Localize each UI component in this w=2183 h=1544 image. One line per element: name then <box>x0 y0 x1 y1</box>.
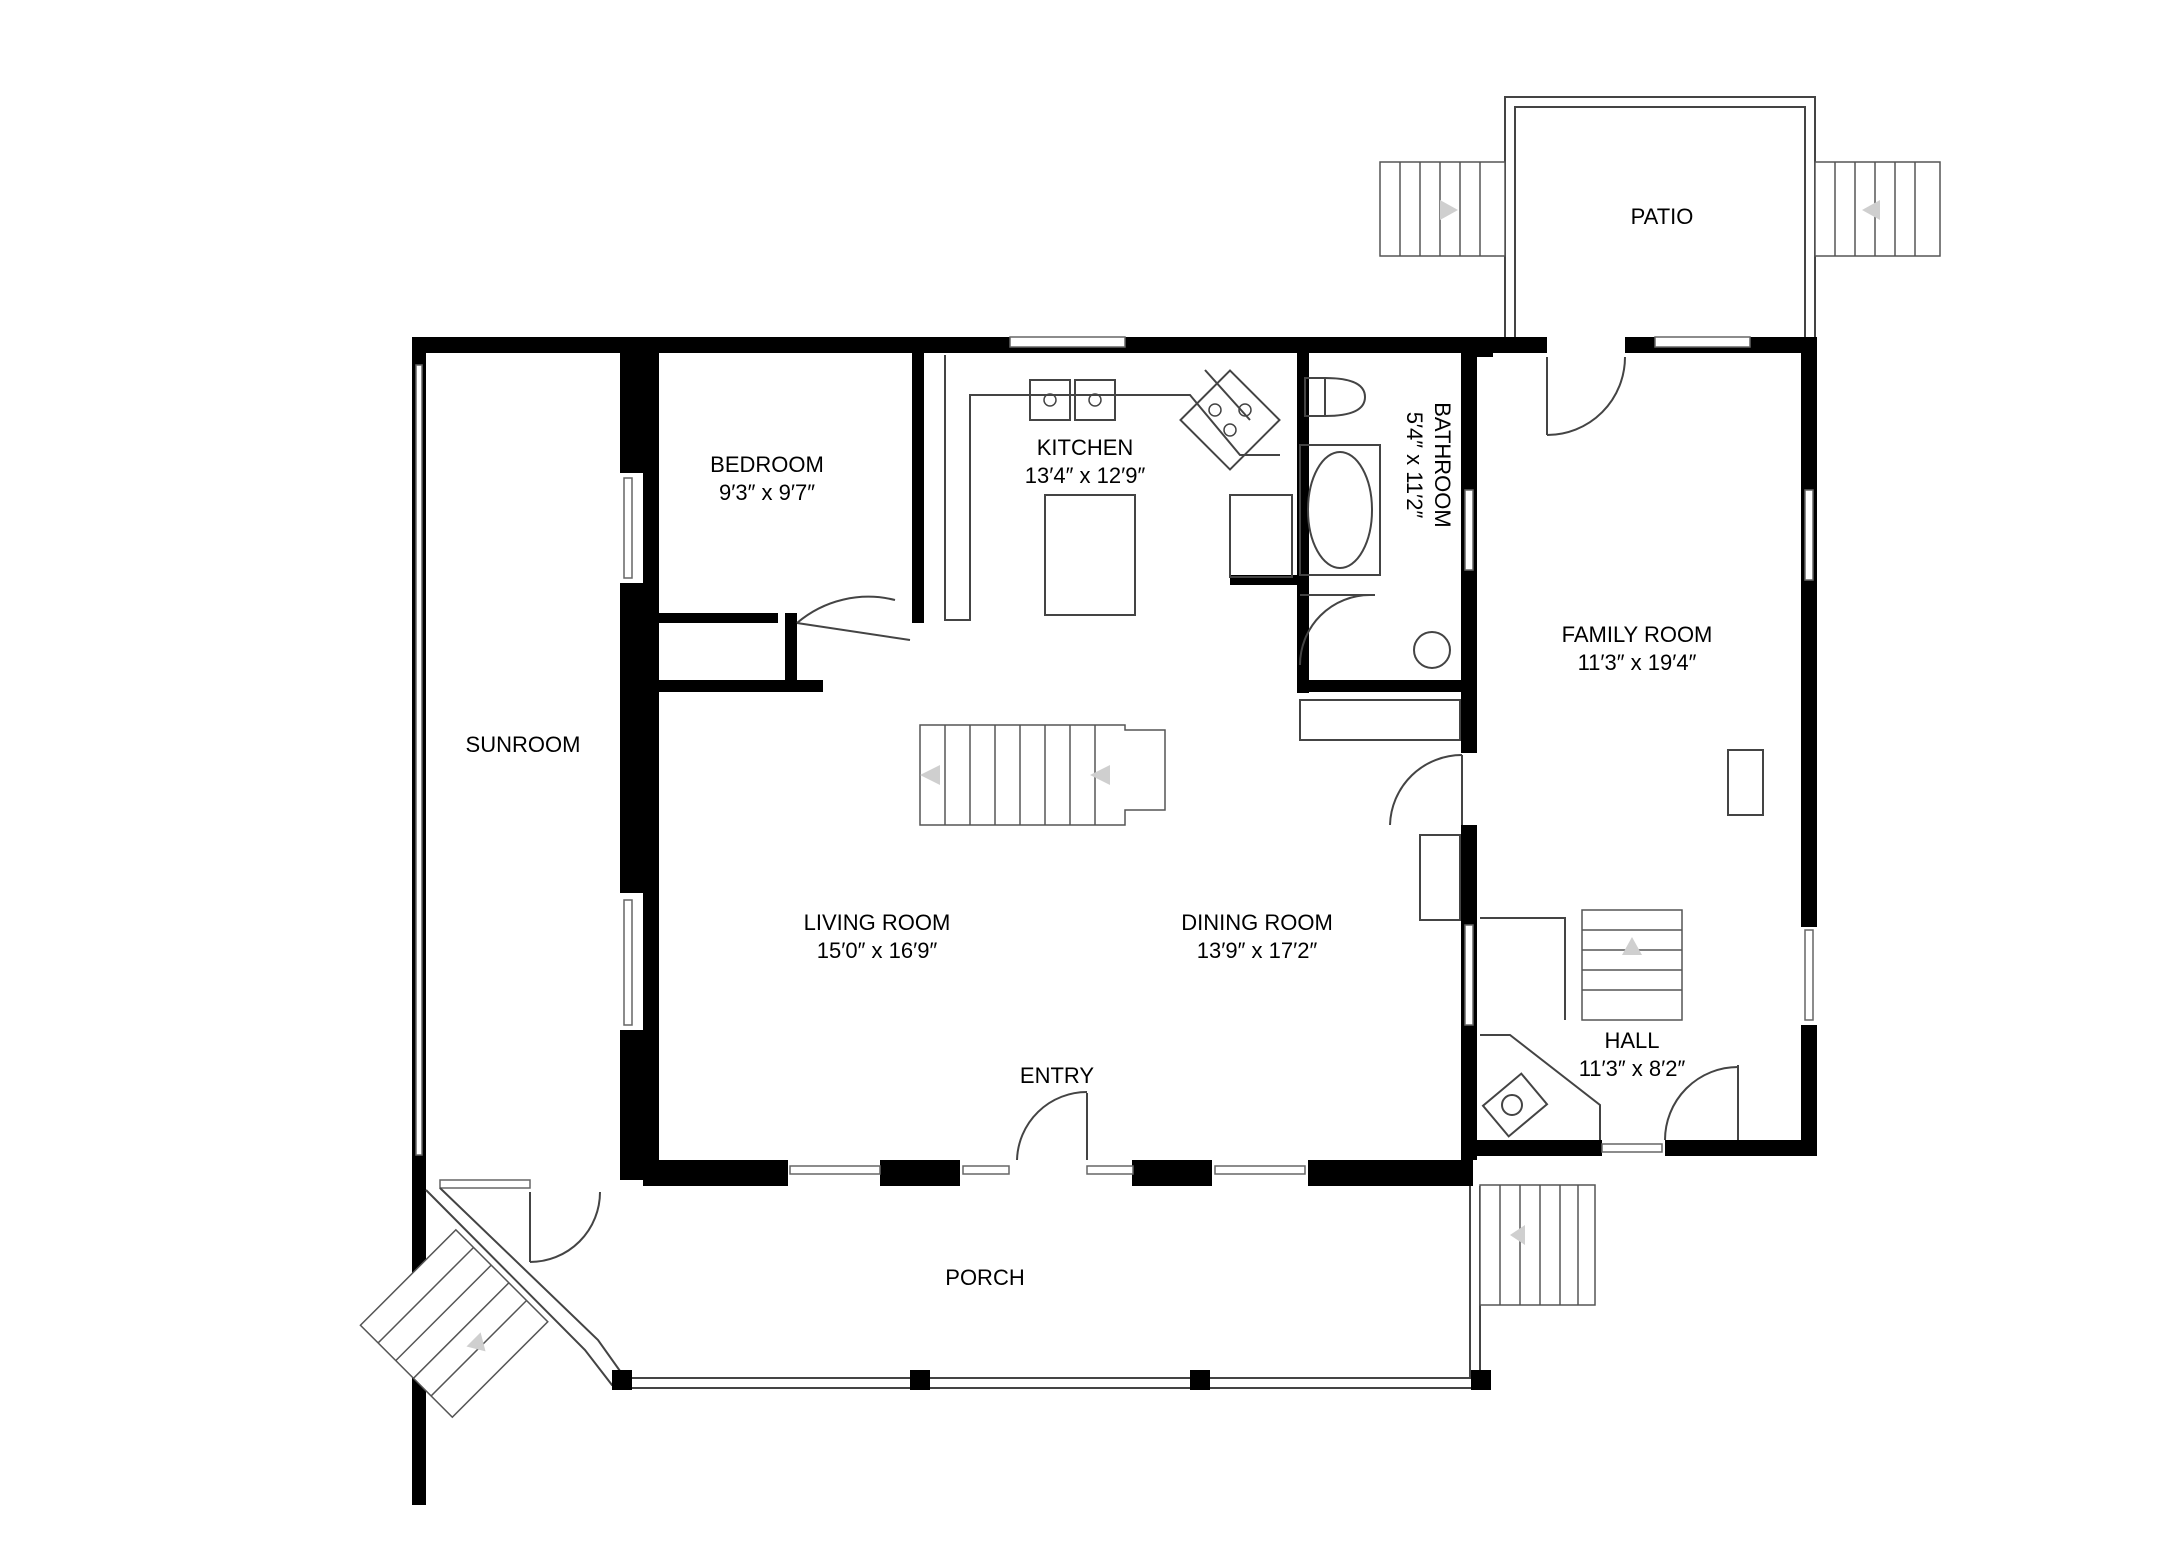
porch-outline <box>425 1186 1491 1390</box>
room-dims-bathroom: 5′4″ x 11′2″ <box>1402 412 1427 519</box>
hall-wall <box>1480 1034 1601 1140</box>
stairs-icon <box>359 1228 549 1419</box>
room-label-patio: PATIO <box>1631 204 1694 229</box>
room-label-kitchen: KITCHEN <box>1037 435 1134 460</box>
stairs-icon <box>919 724 1166 826</box>
room-label-family-room: FAMILY ROOM <box>1562 622 1713 647</box>
sink-icon <box>1481 1072 1549 1138</box>
stairs-icon <box>1814 161 1941 257</box>
door-icon <box>1389 754 1463 826</box>
room-label-living-room: LIVING ROOM <box>804 910 951 935</box>
room-dims-hall: 11′3″ x 8′2″ <box>1579 1056 1686 1081</box>
fireplace <box>1727 749 1764 816</box>
cabinet <box>1419 834 1461 921</box>
door-icon <box>1016 1091 1088 1161</box>
kitchen-counter <box>944 355 1293 621</box>
stairs-icon <box>1379 161 1506 257</box>
room-label-entry: ENTRY <box>1020 1063 1094 1088</box>
door-icon <box>1664 1065 1739 1141</box>
hall-wall <box>1480 917 1566 1020</box>
toilet-icon <box>1304 377 1367 417</box>
room-label-bedroom: BEDROOM <box>710 452 824 477</box>
room-label-dining-room: DINING ROOM <box>1181 910 1333 935</box>
room-dims-family-room: 11′3″ x 19′4″ <box>1578 650 1697 675</box>
bathtub-icon <box>1299 444 1381 576</box>
door-icon <box>529 1191 601 1263</box>
door-icon <box>1299 594 1375 666</box>
window-icon <box>415 336 1814 1189</box>
door-icon <box>796 595 911 641</box>
sink-icon <box>1029 379 1116 421</box>
room-dims-dining-room: 13′9″ x 17′2″ <box>1197 938 1318 963</box>
stairs-icon <box>1479 1184 1596 1306</box>
room-dims-kitchen: 13′4″ x 12′9″ <box>1025 463 1146 488</box>
door-icon <box>1546 356 1626 436</box>
closet-shelf <box>1299 699 1461 741</box>
stairs-icon <box>1581 909 1683 1021</box>
room-label-porch: PORCH <box>945 1265 1024 1290</box>
stove-icon <box>1179 369 1281 471</box>
room-label-sunroom: SUNROOM <box>466 732 581 757</box>
room-label-bathroom: BATHROOM <box>1430 402 1455 527</box>
room-dims-living-room: 15′0″ x 16′9″ <box>817 938 938 963</box>
sink-icon <box>1413 631 1451 669</box>
room-dims-bedroom: 9′3″ x 9′7″ <box>719 480 815 505</box>
room-label-hall: HALL <box>1604 1028 1659 1053</box>
